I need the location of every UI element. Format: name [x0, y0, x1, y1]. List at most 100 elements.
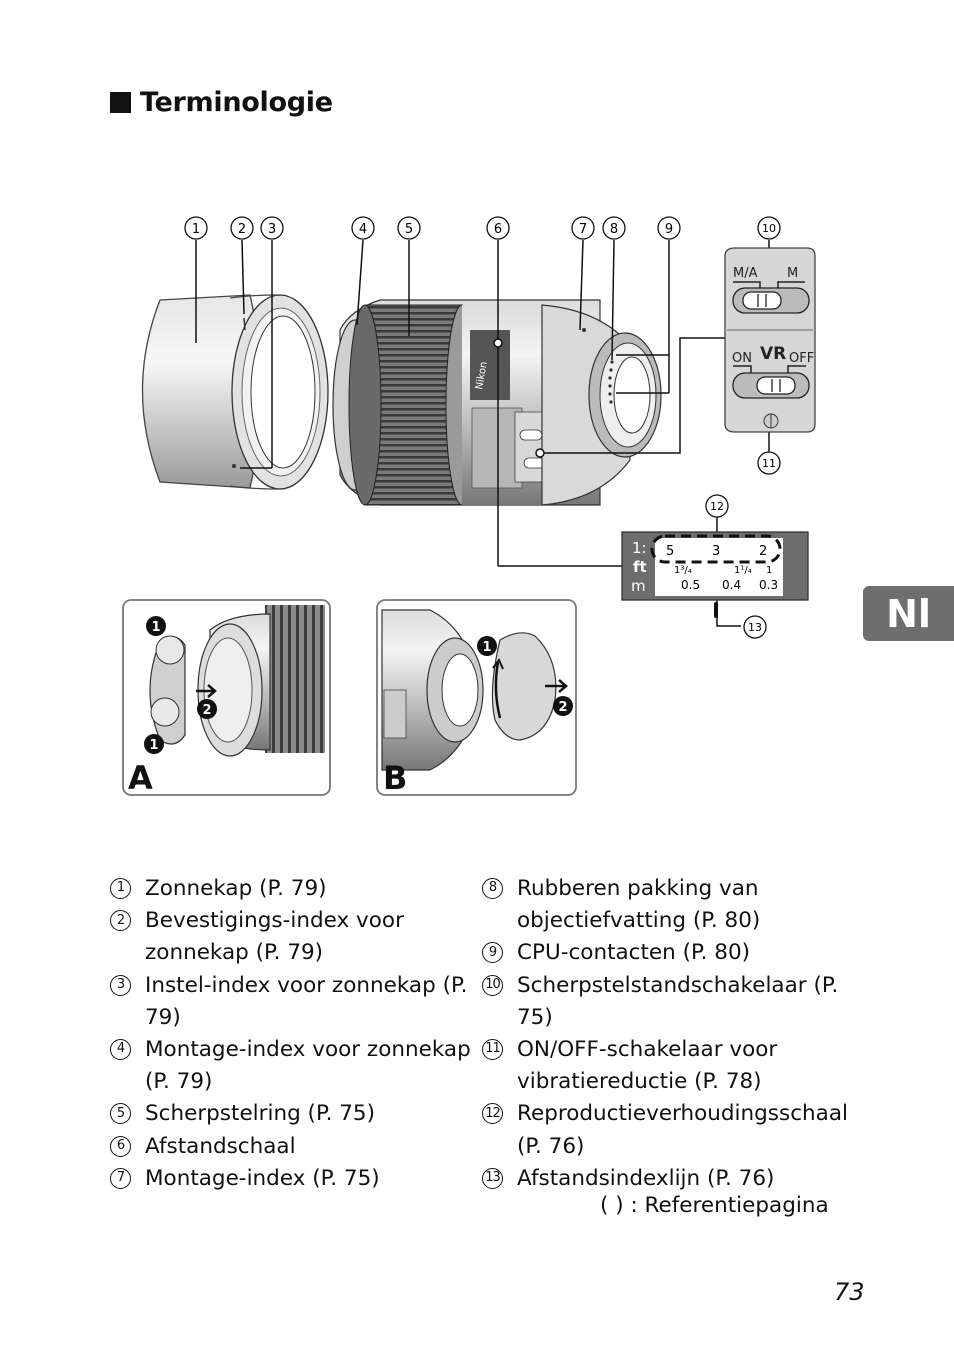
- inset-a: 1 2 1 A: [122, 599, 331, 797]
- callout-2-label: 2: [238, 222, 246, 237]
- callout-4-label: 4: [359, 222, 367, 237]
- legend-text: Afstandsindexlijn (P. 76): [517, 1165, 775, 1191]
- callout-12: 12: [705, 494, 729, 518]
- callout-5-label: 5: [405, 222, 413, 237]
- callout-9: 9: [657, 216, 681, 240]
- legend-number: 11: [482, 1039, 503, 1061]
- legend-text: Afstandschaal: [145, 1133, 296, 1159]
- callout-6: 6: [486, 216, 510, 240]
- callout-1: 1: [184, 216, 208, 240]
- callout-7-label: 7: [579, 222, 587, 237]
- switch-panel: M/A M ON VR OFF: [724, 247, 816, 433]
- scale-ratio-2: 2: [759, 544, 767, 559]
- legend-number: 7: [110, 1167, 131, 1189]
- inset-a-step-2: 2: [202, 703, 211, 718]
- legend-item: 11 ON/OFF-schakelaar voor vibratiereducti…: [482, 1034, 862, 1098]
- callout-8: 8: [602, 216, 626, 240]
- callout-1-label: 1: [192, 222, 200, 237]
- legend-text: Rubberen pakking van objectiefvatting (P…: [517, 876, 761, 934]
- legend-text: Zonnekap (P. 79): [145, 876, 327, 901]
- vr-label: VR: [760, 344, 786, 364]
- legend-item: 3 Instel-index voor zonnekap (P. 79): [110, 970, 480, 1034]
- legend-item: 4 Montage-index voor zonnekap (P. 79): [110, 1034, 480, 1098]
- legend-right: 8 Rubberen pakking van objectiefvatting (…: [482, 873, 862, 1195]
- callout-numbers: 1 2 3 4 5 6 7 8 9 10 11 12 13: [184, 216, 781, 639]
- inset-a-step-1a: 1: [151, 620, 160, 635]
- vr-on-label: ON: [732, 351, 752, 366]
- callout-2: 2: [230, 216, 254, 240]
- scale-ft-1: 1¹/₄: [734, 565, 752, 576]
- legend-item: 9 CPU-contacten (P. 80): [482, 937, 862, 969]
- scale-ft-2: 1: [766, 565, 772, 576]
- callout-4: 4: [351, 216, 375, 240]
- legend-number: 3: [110, 974, 131, 996]
- scale-m-0: 0.5: [681, 578, 700, 592]
- legend-item: 7 Montage-index (P. 75): [110, 1163, 480, 1195]
- section-title: Terminologie: [140, 86, 333, 118]
- callout-10-label: 10: [762, 222, 776, 235]
- legend-item: 10 Scherpstelstandschakelaar (P. 75): [482, 970, 862, 1034]
- focus-mode-ma-label: M/A: [733, 266, 758, 281]
- callout-13-label: 13: [748, 621, 762, 634]
- callout-8-label: 8: [610, 222, 618, 237]
- heading-square-icon: [110, 91, 131, 113]
- legend-text: Montage-index (P. 75): [145, 1165, 380, 1191]
- legend-text: Scherpstelstandschakelaar (P. 75): [517, 972, 839, 1030]
- focus-mode-m-label: M: [787, 266, 798, 281]
- legend-text: Reproductieverhoudingsschaal (P. 76): [517, 1101, 848, 1159]
- legend-number: 1: [110, 878, 131, 899]
- scale-ratio-1: 3: [712, 544, 720, 559]
- callout-6-label: 6: [494, 222, 502, 237]
- lens-diagram: Nikon 1: [122, 216, 816, 797]
- legend-number: 13: [482, 1167, 503, 1189]
- legend-text: ON/OFF-schakelaar voor vibratiereductie …: [517, 1037, 778, 1095]
- legend-item: 12 Reproductieverhoudingsschaal (P. 76): [482, 1098, 862, 1162]
- inset-a-step-1b: 1: [149, 738, 158, 753]
- inset-a-label: A: [128, 759, 153, 797]
- callout-12-label: 12: [710, 500, 724, 513]
- callout-7: 7: [571, 216, 595, 240]
- legend-text: Montage-index voor zonnekap (P. 79): [145, 1037, 471, 1095]
- scale-unit-ft: ft: [633, 558, 647, 576]
- callout-3-label: 3: [268, 222, 276, 237]
- legend-number: 8: [482, 878, 503, 899]
- page-number: 73: [834, 1278, 865, 1306]
- legend-text: Scherpstelring (P. 75): [145, 1101, 375, 1127]
- lens-body: Nikon: [332, 299, 662, 506]
- callout-13: 13: [743, 615, 767, 639]
- legend-number: 12: [482, 1103, 503, 1125]
- legend-number: 2: [110, 910, 131, 932]
- vr-off-label: OFF: [789, 351, 814, 366]
- inset-b: 1 2 B: [376, 599, 577, 797]
- legend-text: CPU-contacten (P. 80): [517, 940, 751, 966]
- reference-note: ( ) : Referentiepagina: [600, 1193, 829, 1218]
- inset-b-step-1: 1: [482, 640, 491, 655]
- scale-m-1: 0.4: [722, 578, 741, 592]
- legend-number: 9: [482, 942, 503, 964]
- section-heading: Terminologie: [110, 84, 333, 120]
- legend-item: 13 Afstandsindexlijn (P. 76): [482, 1163, 862, 1195]
- legend-left: 1 Zonnekap (P. 79) 2 Bevestigings-index vo…: [110, 873, 480, 1195]
- legend-item: 1 Zonnekap (P. 79): [110, 873, 480, 905]
- distance-scale: 1: ft m 5 3 2 1³/₄ 1¹/₄ 1 0.5 0.4 0.3: [621, 531, 809, 618]
- scale-unit-m: m: [631, 577, 646, 595]
- callout-10: 10: [757, 216, 781, 240]
- leader-lines: [195, 239, 770, 627]
- brand-label: Nikon: [474, 361, 490, 391]
- callout-11: 11: [757, 451, 781, 475]
- legend-text: Instel-index voor zonnekap (P. 79): [145, 972, 468, 1030]
- legend-number: 4: [110, 1039, 131, 1061]
- callout-11-label: 11: [762, 457, 776, 470]
- scale-m-2: 0.3: [759, 578, 778, 592]
- lens-hood: [141, 294, 329, 490]
- legend-item: 8 Rubberen pakking van objectiefvatting (…: [482, 873, 862, 937]
- callout-9-label: 9: [665, 222, 673, 237]
- inset-b-label: B: [383, 759, 407, 797]
- legend-number: 10: [482, 974, 503, 996]
- scale-ratio-0: 5: [666, 544, 674, 559]
- legend-text: Bevestigings-index voor zonnekap (P. 79): [145, 908, 404, 966]
- callout-5: 5: [397, 216, 421, 240]
- legend-item: 2 Bevestigings-index voor zonnekap (P. 79…: [110, 905, 480, 969]
